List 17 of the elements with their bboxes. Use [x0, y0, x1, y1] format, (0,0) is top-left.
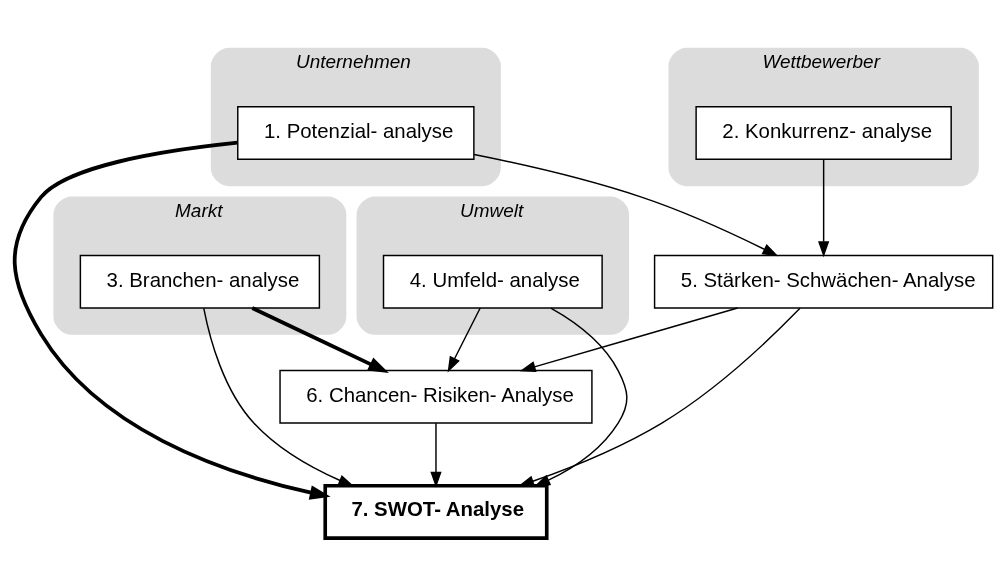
node-box: 7. SWOT- Analyse — [323, 483, 549, 540]
arrow — [534, 306, 628, 486]
node-box: 4. Umfeld- analyse — [382, 254, 603, 309]
node-box: 2. Konkurrenz- analyse — [695, 105, 952, 160]
arrow — [519, 306, 739, 372]
arrow — [518, 307, 801, 486]
node-box: 5. Stärken- Schwächen- Analyse — [653, 254, 994, 309]
arrow — [818, 158, 830, 257]
arrow — [430, 421, 442, 488]
arrow — [447, 306, 481, 372]
arrow — [203, 307, 355, 486]
node-box: 6. Chancen- Risiken- Analyse — [279, 369, 593, 424]
node-box: 1. Potenzial- analyse — [237, 105, 475, 160]
arrow — [251, 305, 389, 373]
node-box: 3. Branchen- analyse — [79, 254, 321, 309]
arrow — [12, 140, 331, 500]
arrow — [473, 153, 779, 256]
